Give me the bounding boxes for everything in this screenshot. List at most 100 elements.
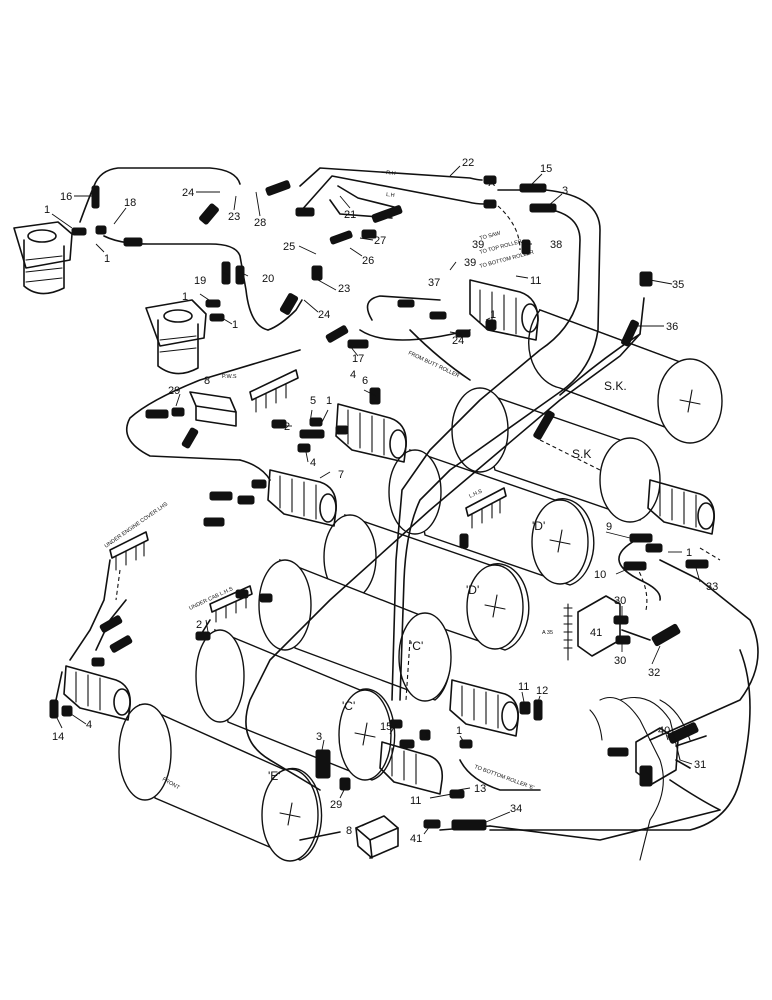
callout-11: 11 — [410, 795, 421, 807]
valve-block-8-lower — [355, 815, 399, 859]
callout-36: 36 — [666, 321, 678, 333]
callout-27: 27 — [374, 235, 386, 247]
callout-30: 30 — [614, 595, 626, 607]
callout-11: 11 — [518, 681, 529, 693]
manifold-pws — [249, 369, 299, 413]
callout-22: 22 — [462, 157, 474, 169]
manifold-lhs — [465, 487, 507, 529]
valve-block-8-upper — [189, 391, 237, 427]
callout-1: 1 — [490, 309, 496, 321]
callout-10: 10 — [594, 569, 606, 581]
roller-d-lower — [323, 513, 530, 651]
callout-34: 34 — [510, 803, 522, 815]
hose-label-lh: L.H — [386, 192, 395, 199]
roller-d-upper — [388, 448, 595, 586]
callout-1: 1 — [326, 395, 332, 407]
callout-8: 8 — [204, 375, 210, 387]
note-from-butt-roller: FROM BUTT ROLLER — [407, 350, 460, 379]
callout-32: 32 — [648, 667, 660, 679]
roller-e-front — [118, 703, 323, 862]
callout-23: 23 — [338, 283, 350, 295]
roller-label-e: 'E' — [268, 769, 281, 783]
callout-4: 4 — [86, 719, 92, 731]
callout-41: 41 — [590, 627, 602, 639]
callout-1: 1 — [232, 319, 238, 331]
motor-left-middle — [267, 469, 337, 527]
callout-35: 35 — [672, 279, 684, 291]
callout-39: 39 — [472, 239, 484, 251]
callout-20: 20 — [262, 273, 274, 285]
roller-label-sk2: S.K — [572, 447, 591, 461]
motor-top-right — [469, 279, 539, 341]
note-to-saw: TO SAW — [479, 230, 502, 242]
hose-label-x: X — [488, 177, 496, 189]
callout-21: 21 — [344, 209, 356, 221]
callout-7: 7 — [338, 469, 344, 481]
callout-4: 4 — [350, 369, 356, 381]
callout-24: 24 — [318, 309, 330, 321]
callout-2: 2 — [196, 619, 202, 631]
callout-1: 1 — [182, 291, 188, 303]
roller-sk-lower — [451, 387, 661, 523]
callout-9: 9 — [606, 521, 612, 533]
fittings — [49, 175, 709, 831]
callout-11: 11 — [530, 275, 541, 287]
note-under-engine-cover: UNDER ENGINE COVER LHS — [104, 501, 170, 549]
sketch-bottom-right — [589, 696, 691, 861]
roller-label-sk: S.K. — [604, 379, 627, 393]
roller-c-upper — [258, 558, 452, 702]
callout-24: 24 — [182, 187, 194, 199]
callout-30: 30 — [614, 655, 626, 667]
motor-lower-right — [449, 679, 520, 737]
callout-18: 18 — [124, 197, 136, 209]
note-pws: P.W.S — [222, 374, 237, 380]
callout-41: 41 — [410, 833, 422, 845]
callout-3: 3 — [316, 731, 322, 743]
pump-left-lower — [145, 299, 207, 375]
callout-17: 17 — [352, 353, 364, 365]
callout-6: 6 — [362, 375, 368, 387]
callout-40: 40 — [658, 725, 670, 737]
callout-4: 4 — [310, 457, 316, 469]
callout-39: 39 — [464, 257, 476, 269]
callout-23: 23 — [228, 211, 240, 223]
roller-label-d: 'D' — [532, 519, 545, 533]
callout-37: 37 — [428, 277, 440, 289]
callout-14: 14 — [52, 731, 64, 743]
callout-8: 8 — [346, 825, 352, 837]
callout-1: 1 — [456, 725, 462, 737]
callout-numbers: 1 1 16 18 24 23 28 21 22 15 3 25 27 26 2… — [44, 157, 718, 845]
pump-left-upper — [13, 221, 73, 295]
callout-19: 19 — [194, 275, 206, 287]
callout-2: 2 — [284, 421, 290, 433]
callout-15: 15 — [540, 163, 552, 175]
callout-5: 5 — [310, 395, 316, 407]
roller-label-c: 'C' — [410, 639, 423, 653]
callout-15: 15 — [380, 721, 392, 733]
leader-lines — [51, 165, 701, 835]
callout-13: 13 — [474, 783, 486, 795]
callout-29: 29 — [330, 799, 342, 811]
manifold-under-engine — [109, 531, 149, 571]
roller-sk-upper — [528, 308, 723, 444]
hose-labels: R.H L.H X Z — [386, 170, 496, 211]
note-lhs: L.H.S — [468, 488, 483, 499]
callout-3: 3 — [562, 185, 568, 197]
callout-31: 31 — [694, 759, 706, 771]
callout-25: 25 — [283, 241, 295, 253]
callout-16: 16 — [60, 191, 72, 203]
motor-bottom-center — [379, 741, 444, 795]
callout-33: 33 — [706, 581, 718, 593]
callout-29: 29 — [168, 385, 180, 397]
note-a35: A 35 — [542, 630, 553, 636]
motor-right — [647, 479, 716, 535]
callout-38: 38 — [550, 239, 562, 251]
roller-c-lower — [195, 628, 396, 781]
callout-1: 1 — [686, 547, 692, 559]
dashed-hose-routes — [115, 205, 721, 701]
callout-28: 28 — [254, 217, 266, 229]
callout-1: 1 — [424, 729, 430, 741]
callout-1: 1 — [104, 253, 110, 265]
callout-26: 26 — [362, 255, 374, 267]
